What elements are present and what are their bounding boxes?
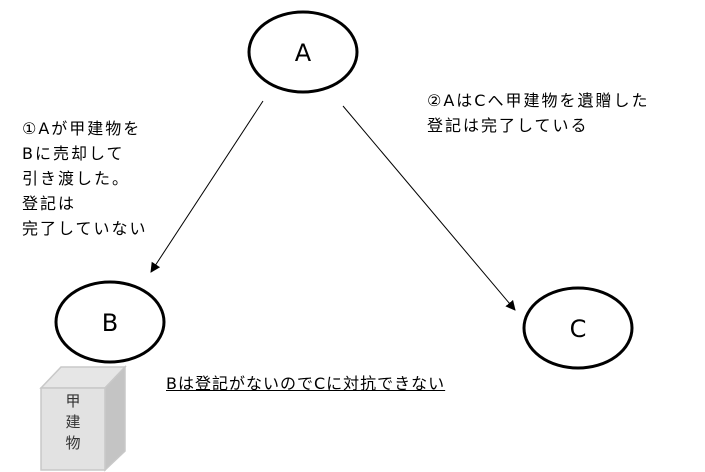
right-note: ②AはCへ甲建物を遺贈した 登記は完了している	[427, 88, 649, 138]
arrow-a-to-b	[150, 100, 264, 273]
building-label-3: 物	[65, 434, 80, 452]
node-a-label: A	[295, 39, 312, 67]
node-b: B	[54, 280, 166, 364]
left-note-line: 引き渡した。	[22, 169, 131, 188]
arrow-a-to-c	[342, 105, 516, 311]
building-box: 甲 建 物	[39, 365, 127, 472]
left-note: ①Aが甲建物を Bに売却して 引き渡した。 登記は 完了していない	[22, 116, 148, 241]
node-c: C	[522, 286, 634, 370]
left-note-line: 完了していない	[22, 219, 148, 238]
right-note-line: 登記は完了している	[427, 116, 589, 135]
node-b-label: B	[102, 309, 118, 337]
left-note-line: 登記は	[22, 194, 77, 213]
node-c-label: C	[570, 315, 587, 343]
node-a: A	[247, 10, 359, 94]
building-label-1: 甲	[65, 392, 80, 410]
right-note-line: ②AはCへ甲建物を遺贈した	[427, 91, 650, 110]
left-note-line: ①Aが甲建物を	[22, 119, 142, 138]
conclusion-text: Bは登記がないのでCに対抗できない	[166, 374, 446, 393]
building-label-2: 建	[65, 413, 80, 431]
left-note-line: Bに売却して	[22, 144, 125, 163]
